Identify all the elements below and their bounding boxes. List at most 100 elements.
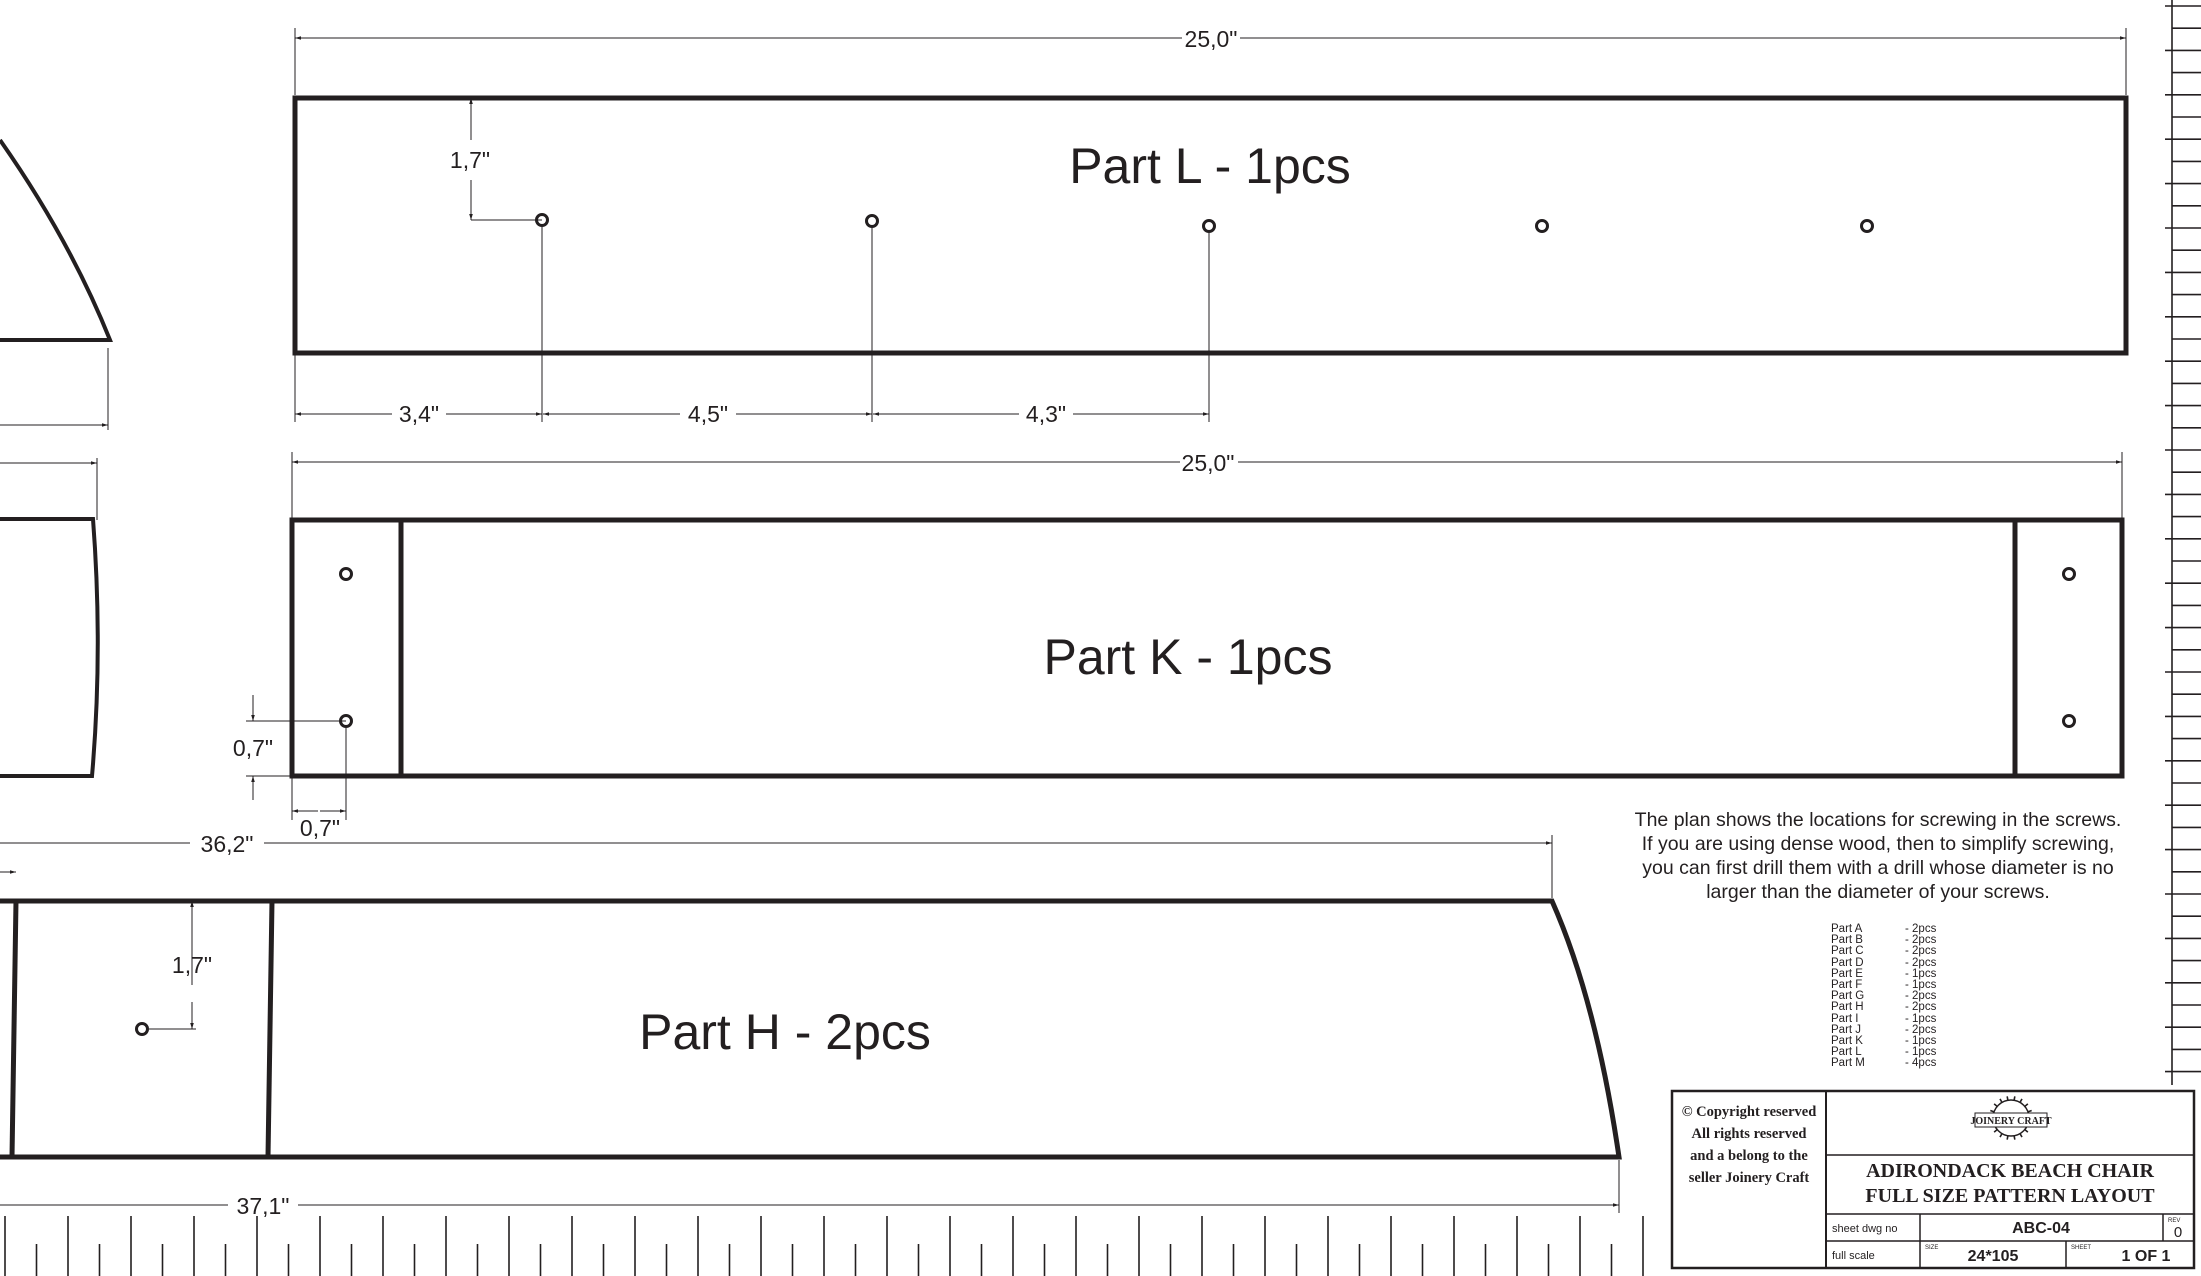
screw-hole <box>1202 219 1216 233</box>
dimension-label: 4,3" <box>1026 401 1066 427</box>
logo-tooth <box>2013 1096 2016 1101</box>
parts-list-part: Part I <box>1831 1012 1859 1025</box>
note-line: larger than the diameter of your screws. <box>1706 881 2050 903</box>
parts-list-row: Part K- 1pcs <box>1831 1035 1937 1048</box>
parts-list-qty: - 4pcs <box>1905 1057 1937 1070</box>
parts-list-part: Part G <box>1831 990 1865 1003</box>
screw-hole <box>1535 219 1549 233</box>
logo-tooth <box>1993 1103 1998 1108</box>
logo-tooth <box>2006 1135 2009 1140</box>
rev-value: 0 <box>2174 1224 2182 1241</box>
parts-list-qty: - 2pcs <box>1905 934 1937 947</box>
parts-list-row: Part B- 2pcs <box>1831 934 1937 947</box>
dimension-label: 4,5" <box>688 401 728 427</box>
copyright-line: © Copyright reserved <box>1682 1104 1817 1120</box>
screw-hole <box>2062 567 2076 581</box>
logo-tooth <box>1993 1128 1998 1133</box>
part-label: Part K - 1pcs <box>1044 629 1333 685</box>
logo-tooth <box>1999 1098 2003 1103</box>
dwg-number: ABC-04 <box>2012 1220 2070 1237</box>
logo-tooth <box>2027 1109 2032 1113</box>
parts-list-qty: - 2pcs <box>1905 990 1937 1003</box>
title-block-frame <box>1670 1089 2196 1270</box>
parts-list-row: Part H- 2pcs <box>1831 1001 1936 1014</box>
logo-tooth <box>2006 1096 2009 1101</box>
parts-list-row: Part F - 1pcs <box>1831 979 1937 992</box>
parts-list-qty: - 1pcs <box>1905 1046 1937 1059</box>
logo-tooth <box>2019 1133 2023 1138</box>
logo-tooth <box>1990 1109 1995 1113</box>
parts-list-part: Part A <box>1831 923 1863 935</box>
parts-list-part: Part M <box>1831 1057 1865 1070</box>
screw-note: The plan shows the locations for screwin… <box>1598 808 2158 904</box>
parts-list-part: Part E <box>1831 967 1863 980</box>
part-h-joint-line <box>9 900 19 1158</box>
parts-list-row: Part C - 2pcs <box>1831 945 1937 958</box>
parts-list-qty: - 2pcs <box>1905 945 1937 958</box>
copyright-line: seller Joinery Craft <box>1689 1170 1810 1186</box>
screw-hole <box>339 567 353 581</box>
screw-hole <box>865 214 879 228</box>
part-l: 25,0" Part L - 1pcs 1,7" 3,4" 4,5" 4,3" <box>292 26 2129 427</box>
part-h-outline <box>0 898 1622 1160</box>
part-h-joint-line <box>265 900 275 1158</box>
parts-list-row: Part I - 1pcs <box>1831 1012 1937 1025</box>
size-label: SIZE <box>1925 1245 1938 1251</box>
parts-list-part: Part L <box>1831 1046 1862 1059</box>
note-line: If you are using dense wood, then to sim… <box>1641 833 2115 855</box>
right-ruler <box>2165 0 2201 1085</box>
parts-list-row: Part J- 2pcs <box>1831 1023 1936 1036</box>
part-h: 36,2" Part H - 2pcs 1,7" 37,1" <box>0 831 1622 1219</box>
parts-list-part: Part D <box>1831 956 1864 969</box>
note-line: The plan shows the locations for screwin… <box>1634 809 2122 831</box>
logo-tooth <box>2024 1128 2029 1133</box>
title-block: © Copyright reserved All rights reserved… <box>1670 1089 2196 1270</box>
part-k: 25,0" Part K - 1pcs 0,7" 0,7" <box>233 450 2125 841</box>
parts-list-part: Part J <box>1831 1023 1862 1036</box>
parts-list-qty: - 1pcs <box>1905 967 1937 980</box>
dwg-label: sheet dwg no <box>1832 1223 1897 1235</box>
copyright-line: All rights reserved <box>1692 1126 1807 1142</box>
dimension-label: 25,0" <box>1185 26 1238 52</box>
parts-list-part: Part F <box>1831 979 1863 992</box>
part-l-outline <box>292 95 2129 356</box>
logo-tooth <box>2013 1135 2016 1140</box>
partial-part-middle-left <box>0 517 100 778</box>
drawing-title-line1: ADIRONDACK BEACH CHAIR <box>1866 1160 2154 1182</box>
note-line: you can first drill them with a drill wh… <box>1642 857 2114 879</box>
parts-list-qty: - 1pcs <box>1905 1035 1937 1048</box>
screw-hole <box>535 213 549 227</box>
parts-list-qty: - 1pcs <box>1905 979 1937 992</box>
dimension-label: 1,7" <box>450 147 490 173</box>
dimension-label: 37,1" <box>237 1193 290 1219</box>
dimension-label: 1,7" <box>172 952 212 978</box>
dimension-label: 25,0" <box>1182 450 1235 476</box>
parts-list-part: Part H <box>1831 1001 1864 1014</box>
logo-tooth <box>2019 1098 2023 1103</box>
parts-list-part: Part C <box>1831 945 1864 958</box>
dimension-label: 3,4" <box>399 401 439 427</box>
screw-hole <box>2062 714 2076 728</box>
logo-text: JOINERY CRAFT <box>1970 1116 2052 1127</box>
partial-part-top-left <box>0 138 113 342</box>
parts-list-qty: - 2pcs <box>1905 956 1937 969</box>
parts-list-row: Part G - 2pcs <box>1831 990 1937 1003</box>
parts-list-qty: - 1pcs <box>1905 1012 1937 1025</box>
dimension-label: 0,7" <box>300 815 340 841</box>
part-label: Part H - 2pcs <box>639 1004 931 1060</box>
dimension-label: 36,2" <box>201 831 254 857</box>
parts-list-row: Part M - 4pcs <box>1831 1057 1937 1070</box>
screw-hole <box>135 1022 149 1036</box>
part-label: Part L - 1pcs <box>1069 138 1351 194</box>
copyright-line: and a belong to the <box>1690 1148 1808 1164</box>
bottom-ruler <box>4 1216 1644 1276</box>
logo-tooth <box>1999 1133 2003 1138</box>
sheet-label: SHEET <box>2071 1245 2091 1251</box>
dimension-label: 0,7" <box>233 735 273 761</box>
rev-label: REV <box>2168 1218 2180 1224</box>
screw-hole <box>1860 219 1874 233</box>
parts-list-qty: - 2pcs <box>1905 923 1937 935</box>
joinery-craft-logo: JOINERY CRAFT <box>1970 1096 2052 1140</box>
